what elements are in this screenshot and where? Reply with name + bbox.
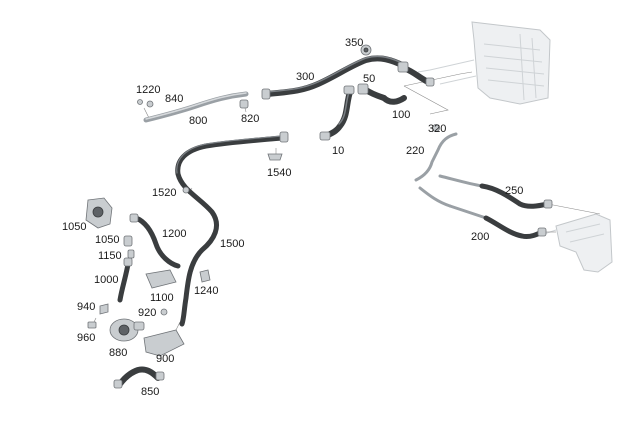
label-250: 250 <box>505 185 523 197</box>
label-940: 940 <box>77 301 95 313</box>
clip-920 <box>160 308 168 316</box>
label-1050b: 1050 <box>95 234 119 246</box>
label-1500: 1500 <box>220 238 244 250</box>
hose-300 <box>261 55 407 100</box>
clip-1540 <box>267 153 283 161</box>
bolt-960 <box>87 321 97 329</box>
clamp-940 <box>99 303 109 315</box>
pipe-800 <box>143 91 249 123</box>
label-900: 900 <box>156 353 174 365</box>
fitting-1050b <box>123 235 133 247</box>
label-1150: 1150 <box>98 250 122 262</box>
pump-1050 <box>85 197 113 229</box>
label-1520: 1520 <box>152 187 176 199</box>
label-220: 220 <box>406 145 424 157</box>
label-840: 840 <box>165 93 183 105</box>
label-850: 850 <box>141 386 159 398</box>
fitting-1150 <box>127 249 135 259</box>
label-200: 200 <box>471 231 489 243</box>
label-300: 300 <box>296 71 314 83</box>
hose-1200 <box>129 213 181 269</box>
hose-1500 <box>175 131 289 327</box>
clip-1240 <box>199 269 211 283</box>
hose-850 <box>113 366 165 389</box>
label-920: 920 <box>138 307 156 319</box>
label-1000: 1000 <box>94 274 118 286</box>
fitting-820 <box>239 99 249 109</box>
bracket-900 <box>143 329 185 357</box>
bracket-1100 <box>145 269 177 289</box>
pipe-220 <box>414 132 458 208</box>
label-1200: 1200 <box>162 228 186 240</box>
hose-100 <box>357 83 407 105</box>
clip-1520 <box>182 186 190 194</box>
fitting-1220 <box>137 99 143 105</box>
label-350: 350 <box>345 37 363 49</box>
clip-350 <box>360 44 372 56</box>
label-1050a: 1050 <box>62 221 86 233</box>
fitting-320 <box>432 124 440 132</box>
hose-200 <box>448 204 547 239</box>
label-1220: 1220 <box>136 84 160 96</box>
heat-exchanger-ghost <box>417 21 551 105</box>
label-880: 880 <box>109 347 127 359</box>
hose-1000 <box>117 257 133 303</box>
label-320: 320 <box>428 123 446 135</box>
label-100: 100 <box>392 109 410 121</box>
label-820: 820 <box>241 113 259 125</box>
hose-250 <box>438 174 553 209</box>
label-1100: 1100 <box>150 292 174 304</box>
label-800: 800 <box>189 115 207 127</box>
part-labels: 350 300 50 100 320 220 10 250 200 1220 8… <box>62 37 523 398</box>
clip-840 <box>146 100 154 108</box>
label-50: 50 <box>363 73 375 85</box>
hose-10 <box>319 85 355 141</box>
hose-50 <box>397 61 435 87</box>
label-10: 10 <box>332 145 344 157</box>
label-960: 960 <box>77 332 95 344</box>
pump-880 <box>109 318 145 342</box>
label-1240: 1240 <box>194 285 218 297</box>
expansion-tank-ghost <box>543 213 613 273</box>
label-1540: 1540 <box>267 167 291 179</box>
